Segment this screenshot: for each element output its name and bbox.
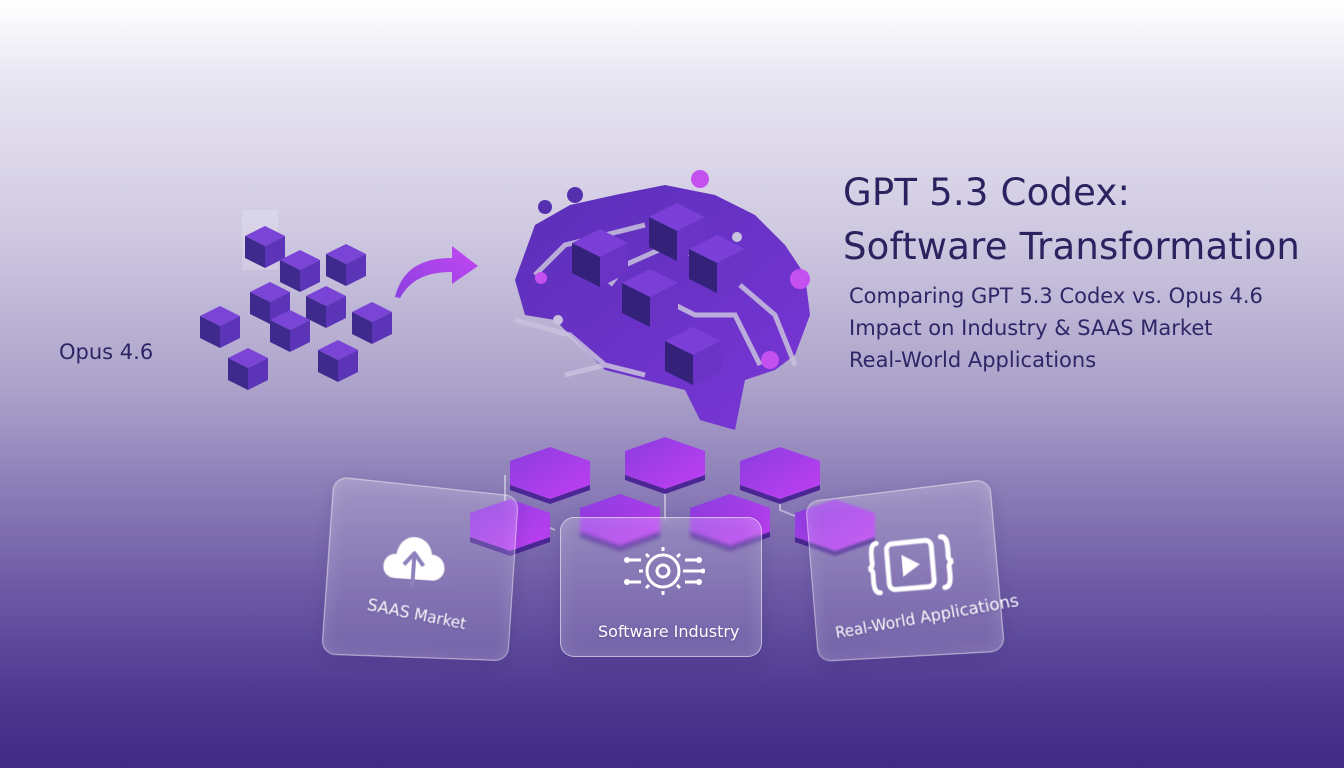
opus-label: Opus 4.6 [59, 340, 154, 364]
brain-circuit-icon [514, 170, 810, 430]
scattered-cubes-icon [200, 210, 392, 390]
subtitle-item: Comparing GPT 5.3 Codex vs. Opus 4.6 [849, 284, 1263, 308]
card-label: Software Industry [598, 622, 740, 641]
card-saas-market[interactable]: SAAS Market [321, 476, 519, 662]
card-real-world-applications[interactable]: Real-World Applications [805, 478, 1020, 662]
subtitle-item: Impact on Industry & SAAS Market [849, 316, 1213, 340]
slide-title: GPT 5.3 Codex: Software Transformation [843, 166, 1300, 274]
title-line-2: Software Transformation [843, 225, 1301, 268]
play-brackets-icon [864, 525, 958, 603]
arrow-right-icon [395, 246, 478, 298]
gear-circuit-icon [624, 547, 705, 595]
subtitle-item: Real-World Applications [849, 348, 1097, 372]
subtitle-list: Comparing GPT 5.3 Codex vs. Opus 4.6 Imp… [849, 280, 1263, 376]
card-software-industry[interactable]: Software Industry [560, 517, 762, 657]
card-label: SAAS Market [365, 594, 468, 634]
cloud-upload-icon [382, 534, 447, 591]
title-line-1: GPT 5.3 Codex: [843, 171, 1131, 214]
